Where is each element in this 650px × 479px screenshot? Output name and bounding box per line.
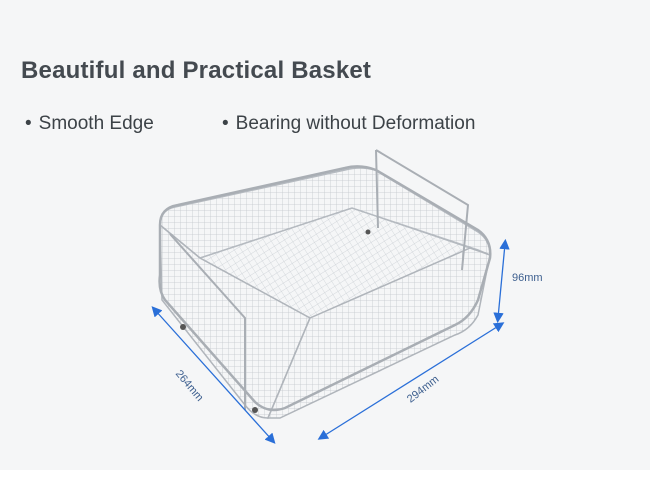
height-arrow xyxy=(493,238,510,324)
length-arrow xyxy=(317,322,505,440)
feature-bearing: • Bearing without Deformation xyxy=(222,113,475,135)
feature-label: Bearing without Deformation xyxy=(235,113,476,134)
bullet-icon: • xyxy=(222,113,229,134)
width-arrow xyxy=(151,306,276,444)
foot xyxy=(180,324,186,330)
right-handle xyxy=(375,149,470,271)
bullet-icon: • xyxy=(25,113,32,134)
foot xyxy=(252,407,258,413)
basket-rim xyxy=(158,165,492,412)
feature-label: Smooth Edge xyxy=(38,113,154,134)
feature-smooth-edge: • Smooth Edge xyxy=(25,113,154,135)
page-title: Beautiful and Practical Basket xyxy=(21,57,372,84)
height-dimension-label: 96mm xyxy=(512,272,543,284)
foot xyxy=(365,229,371,235)
